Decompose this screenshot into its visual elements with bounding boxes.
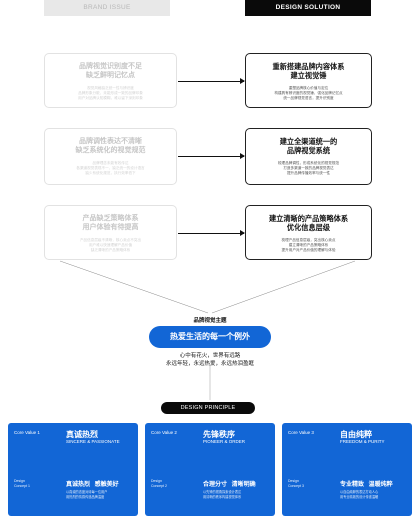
issue-title-3: 产品缺乏策略体系 用户体验有待提高 (82, 215, 139, 231)
issue-title-2: 品牌调性表达不清晰 缺乏系统化的视觉规范 (75, 138, 146, 154)
arrow-1 (178, 78, 245, 84)
solution-title-2: 建立全渠道统一的 品牌视觉系统 (279, 137, 338, 155)
design-concept-1: Design Concept 1 (14, 479, 30, 488)
concept-desc-2: 以先锋的视角探索设计表达 用清晰的秩序构建视觉体系 (203, 490, 242, 499)
solution-title-1: 重新搭建品牌内容体系 建立视觉锤 (272, 62, 345, 80)
core-value-title-3: 自由纯粹 (340, 430, 372, 439)
core-value-title-1: 真诚热烈 (66, 430, 98, 439)
core-value-en-2: PIONEER & ORDER (203, 439, 246, 444)
solution-desc-3: 梳理产品信息层级，突出核心卖点 建立清晰的产品策略体系 提升用户对产品价值的理解… (281, 238, 336, 252)
issue-title-1: 品牌视觉识别度不足 缺乏鲜明记忆点 (79, 63, 142, 79)
solution-desc-1: 重塑品牌核心价值与定位 构建具有辨识度的视觉锤，强化品牌记忆点 统一品牌视觉语言… (274, 86, 343, 100)
design-solution-header: DESIGN SOLUTION (245, 0, 371, 16)
design-principle-pill: DESIGN PRINCIPLE (161, 402, 255, 414)
solution-box-2: 建立全渠道统一的 品牌视觉系统 梳理品牌调性，形成系统化的视觉规范 打造多渠道一… (245, 128, 372, 185)
solution-box-1: 重新搭建品牌内容体系 建立视觉锤 重塑品牌核心价值与定位 构建具有辨识度的视觉锤… (245, 53, 372, 108)
arrow-3 (178, 230, 245, 236)
brand-issue-header: BRAND ISSUE (44, 0, 170, 16)
core-value-card-3: Core Value 3 自由纯粹 FREEDOM & PURITY Desig… (282, 423, 412, 516)
theme-line-2: 永远年轻，永远热爱，永远热泪盈眶 (165, 361, 254, 367)
design-concept-2: Design Concept 2 (151, 479, 167, 488)
converge-line-right (211, 260, 356, 314)
core-value-label-2: Core Value 2 (151, 430, 177, 435)
brand-theme-pill: 热爱生活的每一个例外 (149, 326, 271, 348)
arrow-2 (178, 153, 245, 159)
issue-box-3: 产品缺乏策略体系 用户体验有待提高 产品信息层级不清晰，核心卖点不突出 用户难以… (44, 205, 177, 260)
solution-desc-2: 梳理品牌调性，形成系统化的视觉规范 打造多渠道一致的品牌视觉表达 提升品牌传播效… (277, 161, 340, 175)
core-value-card-2: Core Value 2 先锋秩序 PIONEER & ORDER Design… (145, 423, 275, 516)
issue-desc-1: 视觉风格缺乏统一性与辨识度 品牌形象分散，未能形成一致的品牌印象 用户对品牌认知… (78, 86, 143, 100)
solution-box-3: 建立清晰的产品策略体系 优化信息层级 梳理产品信息层级，突出核心卖点 建立清晰的… (245, 205, 372, 260)
issue-desc-2: 品牌理念未能有效传达 各渠道视觉表现不一，缺乏统一的设计语言 缺少系统化规范，执… (76, 161, 145, 175)
issue-desc-3: 产品信息层级不清晰，核心卖点不突出 用户难以快速理解产品价值 缺乏清晰的产品策略… (79, 238, 142, 252)
brand-theme-label: 品牌视觉主题 (193, 318, 227, 324)
core-value-label-3: Core Value 3 (288, 430, 314, 435)
design-concept-3: Design Concept 3 (288, 479, 304, 488)
core-value-title-2: 先锋秩序 (203, 430, 235, 439)
issue-box-2: 品牌调性表达不清晰 缺乏系统化的视觉规范 品牌理念未能有效传达 各渠道视觉表现不… (44, 128, 177, 185)
concept-desc-1: 以真诚的态度对待每一位用户 用热烈的情感传递品牌温度 (66, 490, 108, 499)
core-value-en-3: FREEDOM & PURITY (340, 439, 385, 444)
core-value-label-1: Core Value 1 (14, 430, 40, 435)
converge-line-left (59, 260, 209, 314)
core-value-card-1: Core Value 1 真诚热烈 SINCERE & PASSIONATE D… (8, 423, 138, 516)
concept-keywords-2: 合理分寸 清晰明确 (203, 482, 256, 488)
solution-title-3: 建立清晰的产品策略体系 优化信息层级 (268, 214, 349, 232)
concept-desc-3: 以自由纯粹的表达打动人心 用专业精致的设计传递温暖 (340, 490, 379, 499)
theme-line-1: 心中有花火，世界有远路 (179, 353, 241, 359)
concept-keywords-3: 专业精致 温暖纯粹 (340, 482, 393, 488)
issue-box-1: 品牌视觉识别度不足 缺乏鲜明记忆点 视觉风格缺乏统一性与辨识度 品牌形象分散，未… (44, 53, 177, 108)
core-value-en-1: SINCERE & PASSIONATE (66, 439, 120, 444)
concept-keywords-1: 真诚热烈 感触美好 (66, 482, 119, 488)
